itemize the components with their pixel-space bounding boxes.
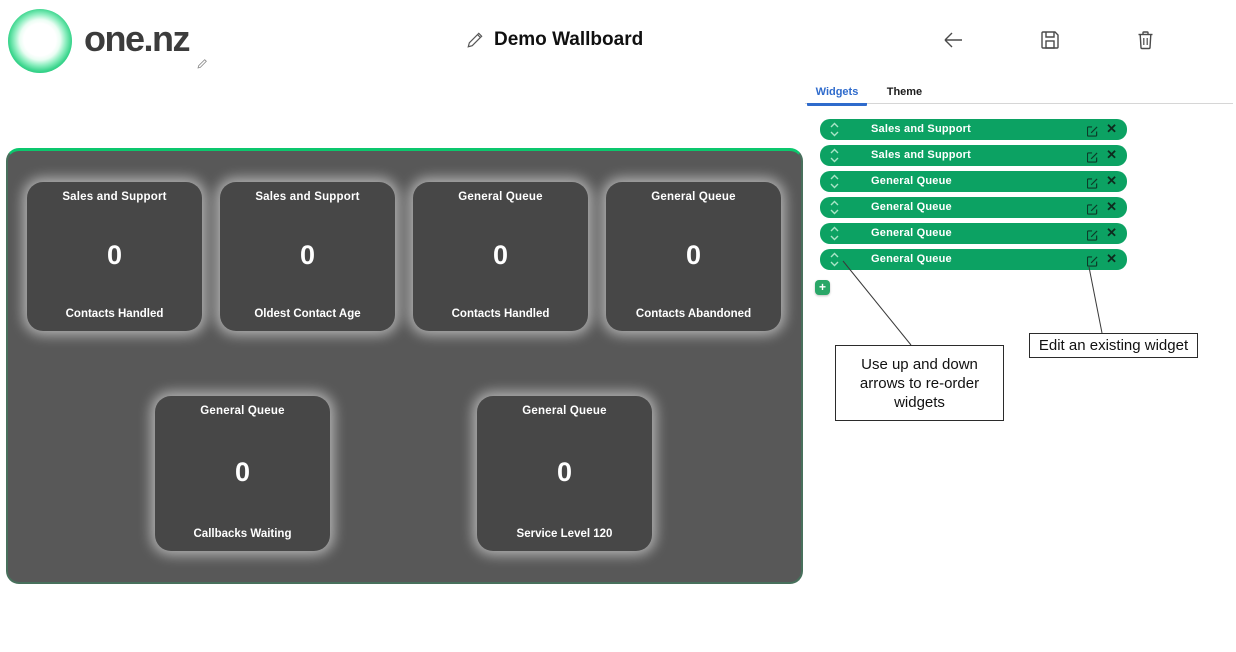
add-widget-button[interactable]: + bbox=[815, 280, 830, 295]
widget-row[interactable]: General Queue ✕ bbox=[820, 249, 1127, 270]
reorder-arrows[interactable] bbox=[829, 251, 841, 268]
edit-icon[interactable] bbox=[1086, 202, 1098, 220]
edit-icon[interactable] bbox=[1086, 124, 1098, 142]
tile-metric: Oldest Contact Age bbox=[254, 308, 361, 320]
edit-icon[interactable] bbox=[1086, 228, 1098, 246]
pencil-icon bbox=[196, 57, 208, 75]
save-icon[interactable] bbox=[1040, 30, 1060, 55]
edit-icon[interactable] bbox=[1086, 176, 1098, 194]
edit-title-icon[interactable] bbox=[466, 31, 484, 54]
wallboard-tile: Sales and Support 0 Oldest Contact Age bbox=[220, 182, 395, 331]
chevron-down-icon bbox=[830, 131, 839, 137]
reorder-arrows[interactable] bbox=[829, 121, 841, 138]
tile-metric: Callbacks Waiting bbox=[193, 528, 292, 540]
widget-row[interactable]: General Queue ✕ bbox=[820, 197, 1127, 218]
widget-name: Sales and Support bbox=[871, 123, 971, 135]
panel-tabbar: Widgets Theme bbox=[805, 82, 1233, 106]
wallboard-tile: General Queue 0 Callbacks Waiting bbox=[155, 396, 330, 551]
close-icon[interactable]: ✕ bbox=[1106, 199, 1117, 214]
chevron-down-icon bbox=[830, 183, 839, 189]
chevron-up-icon bbox=[830, 226, 839, 232]
tile-queue: General Queue bbox=[200, 405, 285, 417]
tile-queue: Sales and Support bbox=[255, 191, 360, 203]
chevron-up-icon bbox=[830, 252, 839, 258]
brand-wordmark: one.nz bbox=[84, 18, 191, 59]
tile-metric: Contacts Handled bbox=[451, 308, 550, 320]
tile-value: 0 bbox=[556, 457, 573, 487]
tile-queue: General Queue bbox=[522, 405, 607, 417]
note-edit-widget: Edit an existing widget bbox=[1029, 333, 1198, 358]
widget-list: Sales and Support ✕ Sales and Support ✕ … bbox=[820, 119, 1127, 275]
chevron-up-icon bbox=[830, 174, 839, 180]
chevron-down-icon bbox=[830, 209, 839, 215]
widget-name: General Queue bbox=[871, 253, 952, 265]
tile-queue: General Queue bbox=[458, 191, 543, 203]
widget-name: General Queue bbox=[871, 175, 952, 187]
tile-value: 0 bbox=[492, 240, 509, 270]
close-icon[interactable]: ✕ bbox=[1106, 121, 1117, 136]
reorder-arrows[interactable] bbox=[829, 199, 841, 216]
edit-icon[interactable] bbox=[1086, 150, 1098, 168]
chevron-up-icon bbox=[830, 122, 839, 128]
reorder-arrows[interactable] bbox=[829, 173, 841, 190]
close-icon[interactable]: ✕ bbox=[1106, 147, 1117, 162]
widget-name: General Queue bbox=[871, 227, 952, 239]
wallboard-tile: Sales and Support 0 Contacts Handled bbox=[27, 182, 202, 331]
wallboard-tile: General Queue 0 Contacts Abandoned bbox=[606, 182, 781, 331]
reorder-arrows[interactable] bbox=[829, 147, 841, 164]
page-title: Demo Wallboard bbox=[494, 29, 644, 50]
tile-metric: Contacts Handled bbox=[65, 308, 164, 320]
tile-metric: Service Level 120 bbox=[516, 528, 613, 540]
tile-value: 0 bbox=[685, 240, 702, 270]
reorder-arrows[interactable] bbox=[829, 225, 841, 242]
widget-row[interactable]: General Queue ✕ bbox=[820, 223, 1127, 244]
note-reorder-widgets: Use up and down arrows to re-order widge… bbox=[835, 345, 1004, 421]
chevron-up-icon bbox=[830, 148, 839, 154]
tile-metric: Contacts Abandoned bbox=[635, 308, 752, 320]
chevron-down-icon bbox=[830, 157, 839, 163]
widget-name: General Queue bbox=[871, 201, 952, 213]
close-icon[interactable]: ✕ bbox=[1106, 225, 1117, 240]
wallboard-tile: General Queue 0 Service Level 120 bbox=[477, 396, 652, 551]
wallboard-preview: Sales and Support 0 Contacts Handled Sal… bbox=[6, 148, 803, 584]
wallboard-tile: General Queue 0 Contacts Handled bbox=[413, 182, 588, 331]
widget-row[interactable]: Sales and Support ✕ bbox=[820, 145, 1127, 166]
widget-row[interactable]: Sales and Support ✕ bbox=[820, 119, 1127, 140]
close-icon[interactable]: ✕ bbox=[1106, 173, 1117, 188]
back-arrow-icon[interactable] bbox=[941, 30, 965, 55]
edit-icon[interactable] bbox=[1086, 254, 1098, 272]
tile-queue: Sales and Support bbox=[62, 191, 167, 203]
widget-name: Sales and Support bbox=[871, 149, 971, 161]
chevron-down-icon bbox=[830, 261, 839, 267]
tile-value: 0 bbox=[106, 240, 123, 270]
tile-value: 0 bbox=[299, 240, 316, 270]
trash-icon[interactable] bbox=[1137, 30, 1154, 55]
close-icon[interactable]: ✕ bbox=[1106, 251, 1117, 266]
chevron-up-icon bbox=[830, 200, 839, 206]
chevron-down-icon bbox=[830, 235, 839, 241]
tab-theme[interactable]: Theme bbox=[886, 86, 923, 98]
tab-widgets[interactable]: Widgets bbox=[807, 84, 867, 106]
tile-value: 0 bbox=[234, 457, 251, 487]
tile-queue: General Queue bbox=[651, 191, 736, 203]
widget-row[interactable]: General Queue ✕ bbox=[820, 171, 1127, 192]
one-nz-logo bbox=[8, 9, 72, 73]
